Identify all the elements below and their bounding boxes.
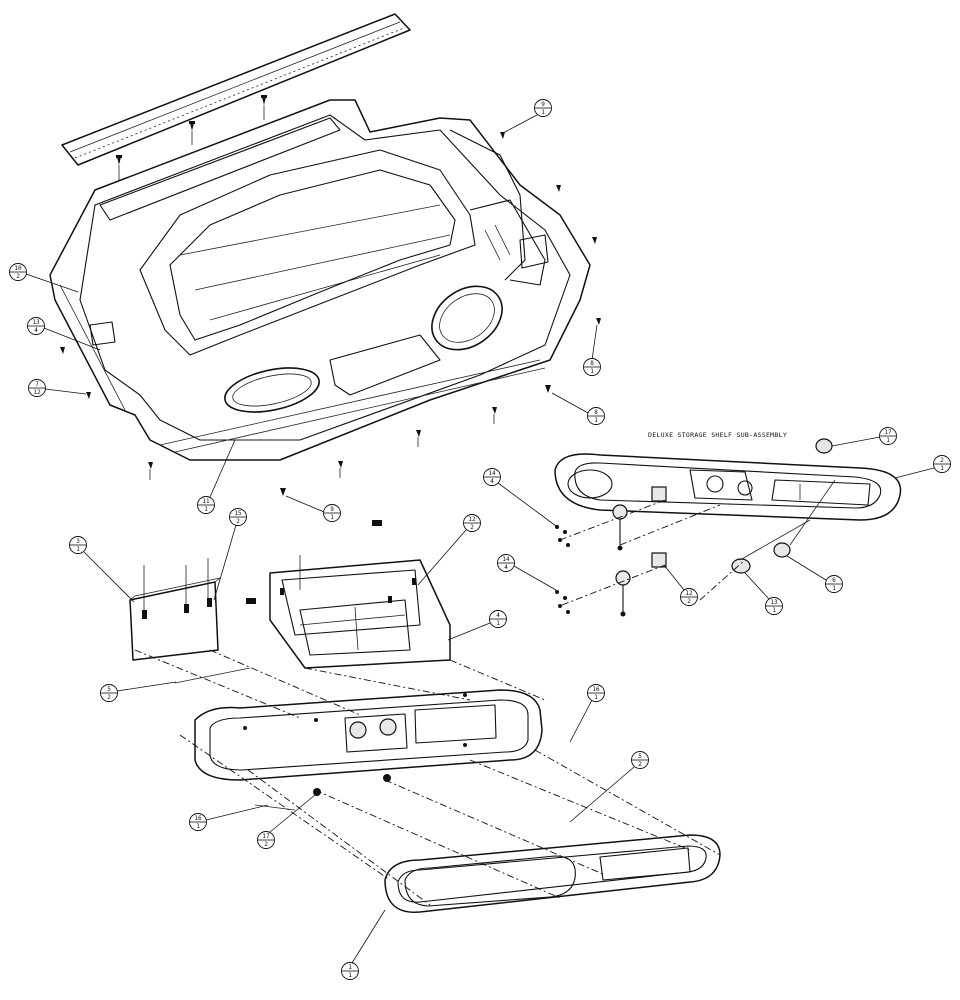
svg-text:2: 2 <box>107 694 111 701</box>
svg-text:12: 12 <box>685 590 693 597</box>
callout-balloon: 16 1 <box>189 804 269 831</box>
svg-text:15: 15 <box>234 510 242 517</box>
svg-text:13: 13 <box>770 599 778 606</box>
svg-text:1: 1 <box>832 585 836 592</box>
callout-balloon: 15 2 <box>213 508 247 601</box>
svg-text:2: 2 <box>940 457 944 464</box>
svg-text:4: 4 <box>490 478 494 485</box>
callout-balloon: 12 2 <box>417 514 481 586</box>
svg-text:1: 1 <box>348 964 352 971</box>
subassembly-title: DELUXE STORAGE SHELF SUB-ASSEMBLY <box>648 431 787 439</box>
svg-text:2: 2 <box>638 761 642 768</box>
callout-balloon: 17 2 <box>257 794 316 849</box>
svg-text:14: 14 <box>502 556 510 563</box>
callout-balloon: 11 1 <box>197 439 236 514</box>
svg-text:1: 1 <box>594 694 598 701</box>
subassembly-leader-lines <box>559 479 836 606</box>
svg-text:1: 1 <box>496 620 500 627</box>
callout-balloon: 12 2 <box>663 564 698 606</box>
svg-text:1: 1 <box>348 972 352 979</box>
callout-balloon: 10 2 <box>9 263 79 293</box>
svg-text:6: 6 <box>832 577 836 584</box>
svg-text:9: 9 <box>330 506 334 513</box>
svg-text:1: 1 <box>76 546 80 553</box>
svg-text:1: 1 <box>772 607 776 614</box>
callout-balloon: 16 1 <box>569 684 605 743</box>
svg-text:2: 2 <box>236 518 240 525</box>
roof-front-trim-strip <box>61 13 411 166</box>
svg-text:17: 17 <box>262 833 270 840</box>
callout-balloon: 3 1 <box>69 536 135 603</box>
svg-text:2: 2 <box>687 598 691 605</box>
callout-balloon: 5 2 <box>100 681 177 702</box>
svg-text:12: 12 <box>468 516 476 523</box>
callout-balloon: 14 4 <box>497 554 557 591</box>
callout-balloon: 13 4 <box>27 317 101 351</box>
callout-balloon: 4 1 <box>447 610 507 641</box>
svg-text:4: 4 <box>34 327 38 334</box>
svg-text:1: 1 <box>886 437 890 444</box>
svg-text:2: 2 <box>470 524 474 531</box>
callout-balloon: 9 1 <box>285 495 341 522</box>
callout-balloon: 1 1 <box>341 909 386 980</box>
callout-balloon: 8 1 <box>583 324 601 376</box>
roof-headliner <box>49 99 591 461</box>
svg-text:4: 4 <box>496 612 500 619</box>
svg-text:16: 16 <box>592 686 600 693</box>
svg-text:1: 1 <box>590 368 594 375</box>
svg-text:2: 2 <box>264 841 268 848</box>
svg-text:12: 12 <box>33 389 41 396</box>
svg-text:14: 14 <box>488 470 496 477</box>
callout-balloon: 6 1 <box>786 555 843 593</box>
svg-text:2: 2 <box>16 273 20 280</box>
bottom-trim-shelf <box>384 834 721 913</box>
svg-text:11: 11 <box>202 498 210 505</box>
lower-leader-lines <box>134 649 721 906</box>
lower-shelf-panel <box>194 689 543 796</box>
svg-text:1: 1 <box>940 465 944 472</box>
headliner-screws <box>60 95 601 496</box>
svg-text:8: 8 <box>594 409 598 416</box>
callout-balloon: 5 2 <box>569 751 649 823</box>
callout-balloon: 9 1 <box>502 99 552 134</box>
svg-text:10: 10 <box>14 265 22 272</box>
svg-text:17: 17 <box>884 429 892 436</box>
svg-text:1: 1 <box>330 514 334 521</box>
callout-balloon: 8 1 <box>551 392 605 425</box>
callout-balloon: 17 1 <box>831 427 897 447</box>
svg-text:16: 16 <box>194 815 202 822</box>
storage-box-bracket <box>246 520 451 669</box>
svg-text:5: 5 <box>107 686 111 693</box>
svg-text:13: 13 <box>32 319 40 326</box>
mounting-bracket-left <box>129 558 221 661</box>
svg-text:1: 1 <box>594 417 598 424</box>
callout-balloon: 2 1 <box>894 455 951 479</box>
storage-shelf-subassembly <box>554 438 902 617</box>
svg-text:1: 1 <box>541 109 545 116</box>
callout-balloons: 9 1 10 2 13 4 7 12 <box>9 99 951 980</box>
svg-text:1: 1 <box>196 823 200 830</box>
svg-text:1: 1 <box>204 506 208 513</box>
svg-text:4: 4 <box>504 564 508 571</box>
svg-text:8: 8 <box>590 360 594 367</box>
callout-balloon: 7 12 <box>28 379 87 397</box>
callout-balloon: 13 1 <box>744 572 783 615</box>
callout-balloon: 14 4 <box>483 468 557 527</box>
svg-text:7: 7 <box>35 381 39 388</box>
svg-text:9: 9 <box>541 101 545 108</box>
svg-text:5: 5 <box>638 753 642 760</box>
svg-text:3: 3 <box>76 538 80 545</box>
